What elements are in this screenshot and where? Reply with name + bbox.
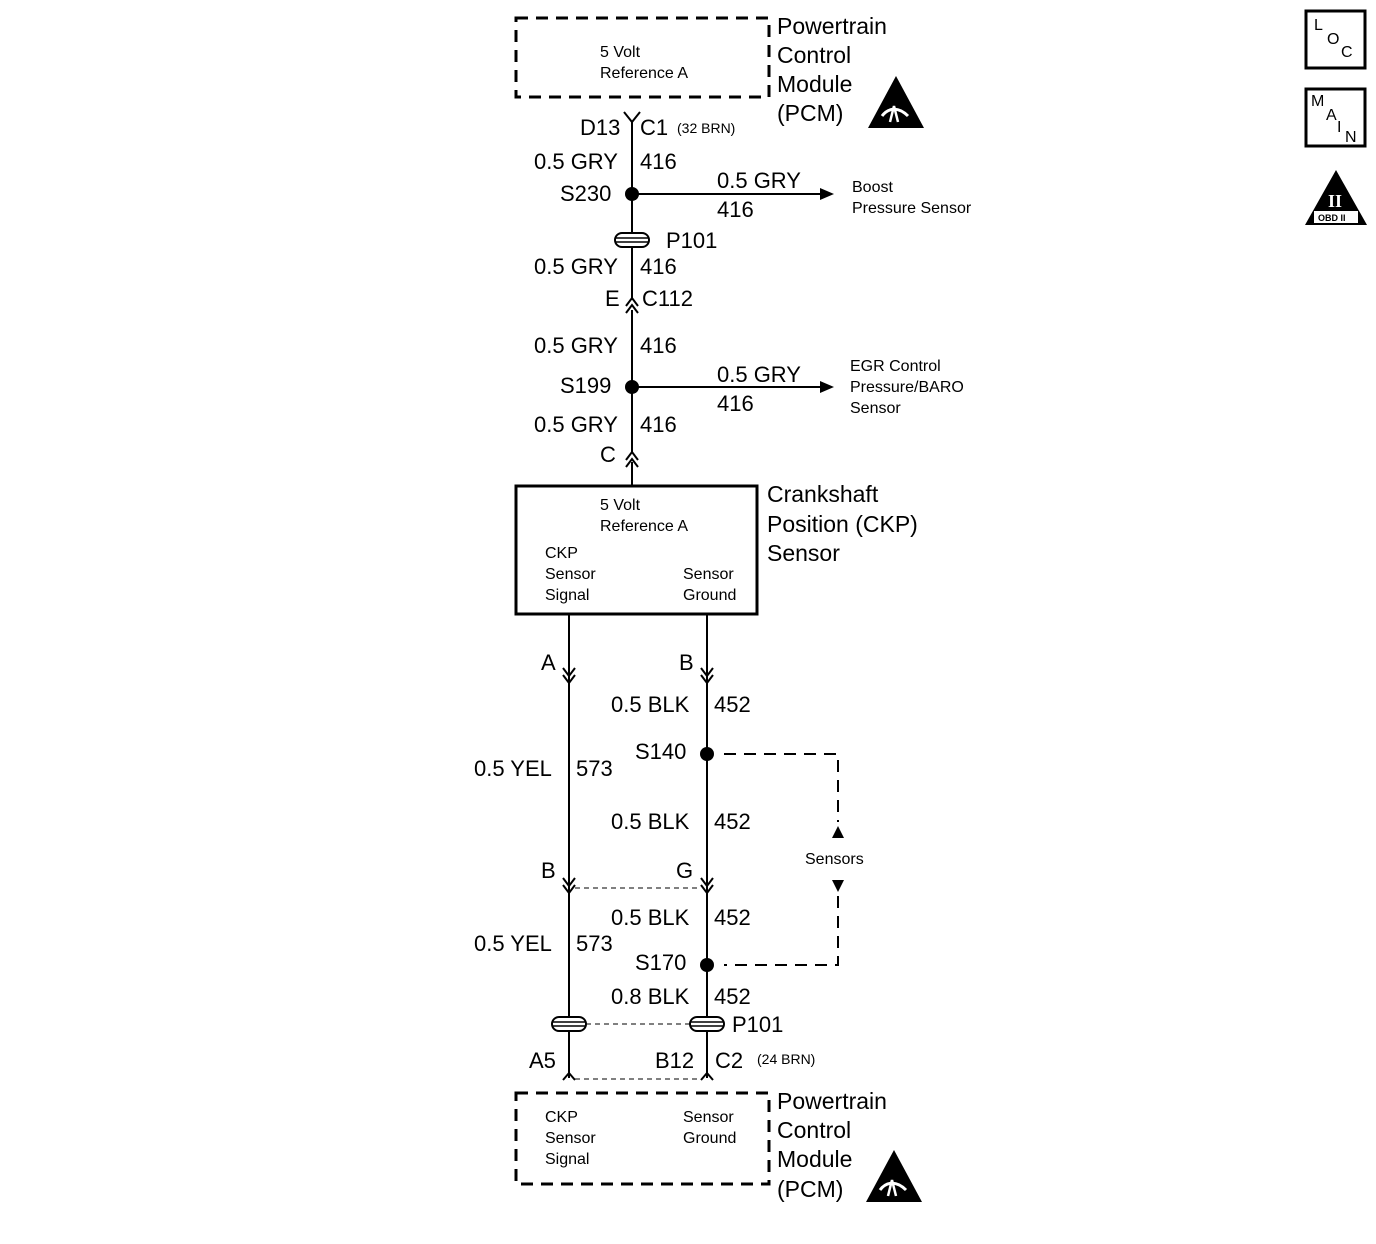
wire-label-4: 0.5 GRY xyxy=(534,412,618,437)
wire-label-2: 0.5 GRY xyxy=(534,254,618,279)
ckp-ref-1: 5 Volt xyxy=(600,497,641,514)
pcm-pin-b12: B12 xyxy=(655,1048,694,1073)
pin-d13: D13 xyxy=(580,115,620,140)
wire-label-6: 0.5 BLK xyxy=(611,692,690,717)
bottom-pcm-title-4: (PCM) xyxy=(777,1176,843,1202)
wire-label-7: 0.5 BLK xyxy=(611,809,690,834)
bottom-pcm-title-2: Control xyxy=(777,1117,851,1143)
ckp-pin-a: A xyxy=(541,650,556,675)
bottom-pcm-signal-1: CKP xyxy=(545,1109,578,1126)
ckp-signal-3: Signal xyxy=(545,587,589,604)
ckp-pin-b: B xyxy=(679,650,694,675)
svg-text:OBD II: OBD II xyxy=(1318,213,1346,223)
p101-bottom-connector-right xyxy=(689,1016,725,1032)
loc-icon[interactable]: L O C xyxy=(1304,9,1367,70)
ckp-sensor: 5 Volt Reference A CKP Sensor Signal Sen… xyxy=(514,481,918,616)
ckp-title-3: Sensor xyxy=(767,540,840,566)
svg-text:C: C xyxy=(1341,44,1353,61)
svg-text:M: M xyxy=(1311,93,1324,110)
connector-c1: C1 xyxy=(640,115,668,140)
wire-circuit-4: 416 xyxy=(640,412,677,437)
egr-wire-color: 0.5 GRY xyxy=(717,362,801,387)
svg-text:O: O xyxy=(1327,31,1339,48)
p101-top-connector xyxy=(614,232,650,248)
ckp-title-1: Crankshaft xyxy=(767,481,879,507)
wire-label-10: 0.8 BLK xyxy=(611,984,690,1009)
p101-top-label: P101 xyxy=(666,228,717,253)
boost-dest-1: Boost xyxy=(852,179,893,196)
splice-s199: S199 xyxy=(560,373,611,398)
egr-dest-2: Pressure/BARO xyxy=(850,379,964,396)
wire-label-9: 0.5 BLK xyxy=(611,905,690,930)
bottom-pcm-title-1: Powertrain xyxy=(777,1088,887,1114)
sensors-bracket: Sensors xyxy=(724,753,864,966)
top-pcm: 5 Volt Reference A Powertrain Control Mo… xyxy=(514,13,926,130)
splice-s230: S230 xyxy=(560,181,611,206)
boost-dest-2: Pressure Sensor xyxy=(852,200,972,217)
wire-circuit-10: 452 xyxy=(714,984,751,1009)
top-pcm-title-4: (PCM) xyxy=(777,100,843,126)
splice-s140: S140 xyxy=(635,739,686,764)
bottom-pcm-title-3: Module xyxy=(777,1146,852,1172)
c112-pin-e: E xyxy=(605,286,620,311)
pcm-connector-c2: C2 xyxy=(715,1048,743,1073)
egr-wire-circuit: 416 xyxy=(717,391,754,416)
svg-text:N: N xyxy=(1345,129,1357,146)
wire-circuit-2: 416 xyxy=(640,254,677,279)
wire-circuit-3: 416 xyxy=(640,333,677,358)
wire-circuit-5: 573 xyxy=(576,756,613,781)
wire-circuit-9: 452 xyxy=(714,905,751,930)
wire-circuit-7: 452 xyxy=(714,809,751,834)
mid-pin-b: B xyxy=(541,858,556,883)
wire-circuit-8: 573 xyxy=(576,931,613,956)
connector-c112: C112 xyxy=(642,286,693,311)
bottom-pcm-ground-2: Ground xyxy=(683,1130,736,1147)
esd-warning-icon xyxy=(866,74,926,130)
ckp-signal-1: CKP xyxy=(545,545,578,562)
p101-bottom-connector-left xyxy=(551,1016,587,1032)
splice-s170: S170 xyxy=(635,950,686,975)
ckp-ref-2: Reference A xyxy=(600,518,688,535)
wire-label-8: 0.5 YEL xyxy=(474,931,552,956)
egr-dest-1: EGR Control xyxy=(850,358,941,375)
boost-wire-circuit: 416 xyxy=(717,197,754,222)
svg-text:L: L xyxy=(1314,17,1323,34)
svg-text:A: A xyxy=(1326,107,1337,124)
wire-label-3: 0.5 GRY xyxy=(534,333,618,358)
bottom-pcm-ground-1: Sensor xyxy=(683,1109,734,1126)
top-pcm-inner-line1: 5 Volt xyxy=(600,44,641,61)
wire-circuit-1: 416 xyxy=(640,149,677,174)
esd-warning-icon-bottom xyxy=(864,1148,924,1204)
top-pcm-title-3: Module xyxy=(777,71,852,97)
svg-text:II: II xyxy=(1328,191,1342,211)
p101-bottom-label: P101 xyxy=(732,1012,783,1037)
bottom-pcm-signal-3: Signal xyxy=(545,1151,589,1168)
bottom-pcm: CKP Sensor Signal Sensor Ground Powertra… xyxy=(514,1088,924,1204)
boost-wire-color: 0.5 GRY xyxy=(717,168,801,193)
bottom-pcm-signal-2: Sensor xyxy=(545,1130,596,1147)
pcm-pin-a5: A5 xyxy=(529,1048,556,1073)
ckp-ground-1: Sensor xyxy=(683,566,734,583)
connector-c1-note: (32 BRN) xyxy=(677,120,735,136)
wire-label-1: 0.5 GRY xyxy=(534,149,618,174)
svg-text:I: I xyxy=(1337,119,1341,136)
top-pcm-inner-line2: Reference A xyxy=(600,65,688,82)
ckp-title-2: Position (CKP) xyxy=(767,511,918,537)
main-icon[interactable]: M A I N xyxy=(1304,87,1367,148)
top-pcm-title-1: Powertrain xyxy=(777,13,887,39)
ckp-signal-2: Sensor xyxy=(545,566,596,583)
top-pcm-title-2: Control xyxy=(777,42,851,68)
sensors-label: Sensors xyxy=(805,851,864,868)
wire-label-5: 0.5 YEL xyxy=(474,756,552,781)
egr-dest-3: Sensor xyxy=(850,400,901,417)
pcm-connector-c2-note: (24 BRN) xyxy=(757,1051,815,1067)
obd-ii-icon[interactable]: II OBD II xyxy=(1305,170,1367,225)
wire-circuit-6: 452 xyxy=(714,692,751,717)
ckp-pin-c: C xyxy=(600,442,616,467)
mid-pin-g: G xyxy=(676,858,693,883)
ckp-ground-2: Ground xyxy=(683,587,736,604)
